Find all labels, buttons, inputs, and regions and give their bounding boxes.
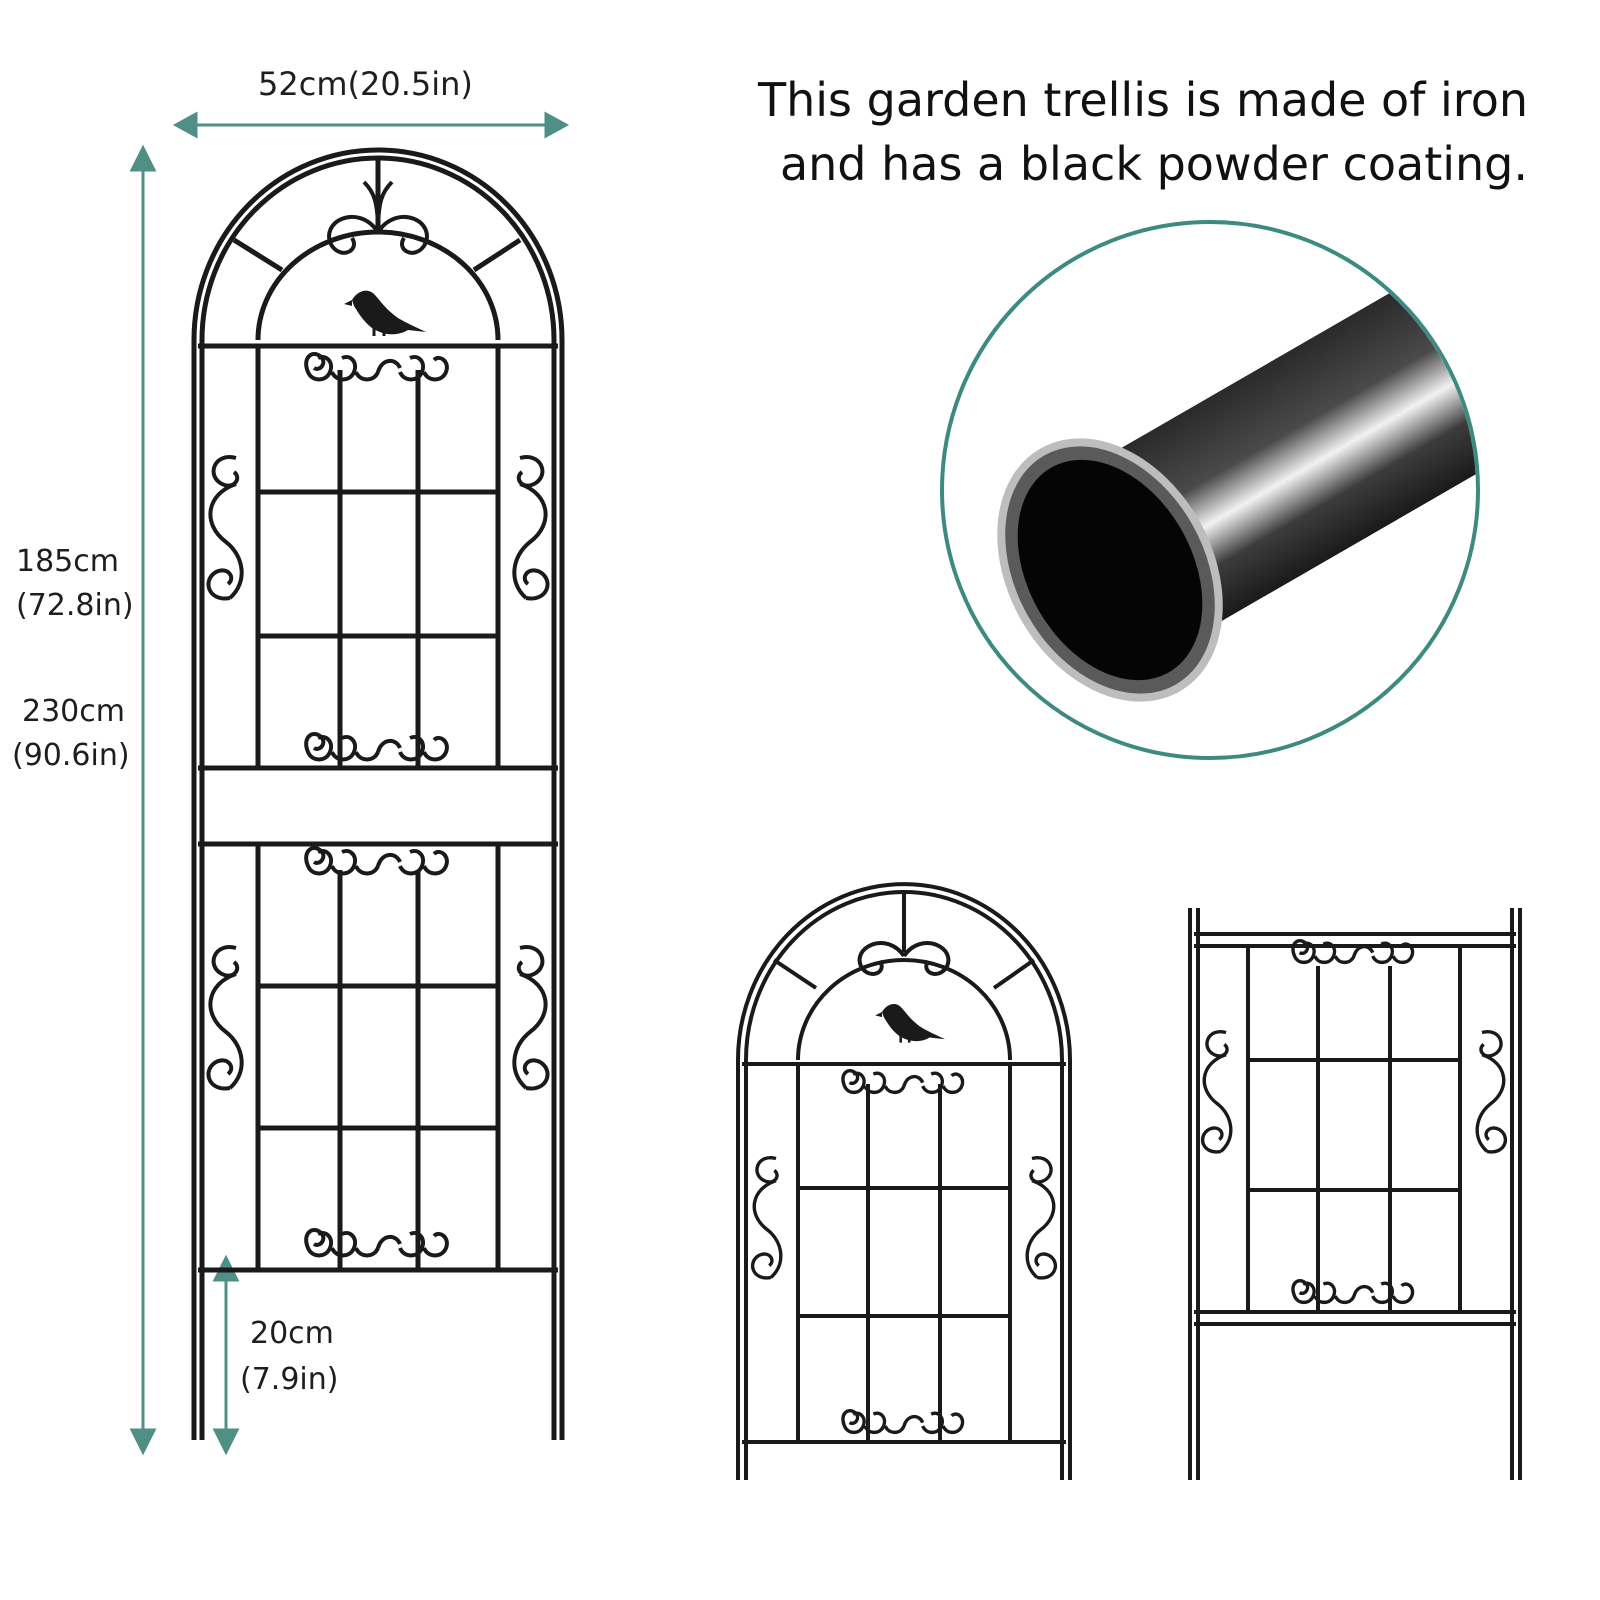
width-dimension-arrow [172,111,570,139]
bird-ornament-icon [873,1002,947,1044]
arched-trellis-drawing [736,882,1072,1480]
product-caption: This garden trellis is made of iron and … [758,68,1528,196]
total-height-cm-label: 230cm [22,694,125,729]
width-label: 52cm(20.5in) [258,65,473,103]
scroll-ornament-icon [841,1068,965,1095]
rectangular-trellis-drawing [1188,908,1522,1480]
height-dimension-arrow [129,144,157,1456]
scroll-ornament-icon [304,351,449,382]
scroll-ornament-icon [206,455,244,601]
caption-line-1: This garden trellis is made of iron [758,73,1528,127]
stake-in-label: (7.9in) [240,1362,339,1397]
scroll-ornament-icon [1291,1278,1415,1305]
scroll-ornament-icon [304,845,449,876]
caption-line-2: and has a black powder coating. [779,137,1528,191]
scroll-ornament-icon [1200,1029,1233,1154]
scroll-ornament-icon [512,945,550,1091]
scroll-ornament-icon [1291,938,1415,965]
frame-height-in-label: (72.8in) [16,588,134,623]
total-height-in-label: (90.6in) [12,738,130,773]
scroll-ornament-icon [304,1227,449,1258]
scroll-ornament-icon [750,1155,783,1280]
scroll-ornament-icon [857,941,951,976]
scroll-ornament-icon [841,1408,965,1435]
frame-height-cm-label: 185cm [16,544,119,579]
bird-ornament-icon [342,289,428,338]
stake-dimension-arrow [212,1254,240,1456]
scroll-ornament-icon [512,455,550,601]
scroll-ornament-icon [327,180,429,255]
scroll-ornament-icon [1475,1029,1508,1154]
scroll-ornament-icon [206,945,244,1091]
stake-cm-label: 20cm [250,1316,334,1351]
scroll-ornament-icon [304,731,449,762]
scroll-ornament-icon [1025,1155,1058,1280]
iron-tube-icon [940,220,1480,760]
